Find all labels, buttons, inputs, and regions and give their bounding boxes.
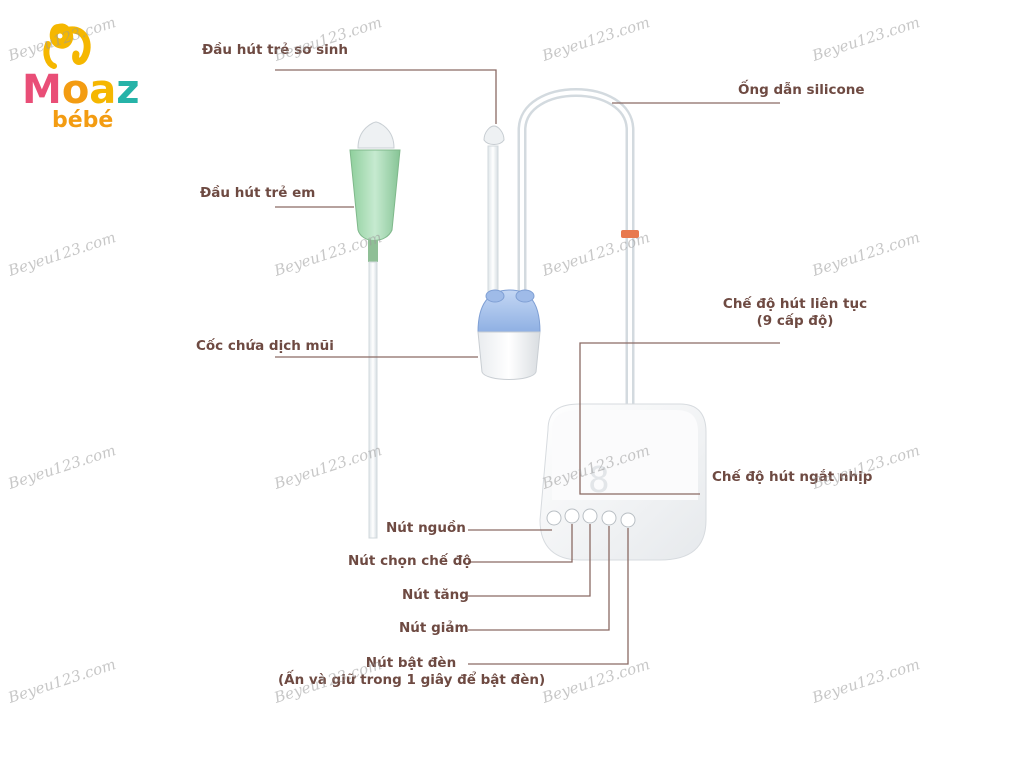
label-continuous-mode: Chế độ hút liên tục (9 cấp độ) <box>722 296 868 329</box>
label-increase-button: Nút tăng <box>402 587 469 603</box>
label-mucus-cup: Cốc chứa dịch mũi <box>196 338 334 354</box>
child-nozzle-assembly <box>349 121 401 539</box>
newborn-nozzle-assembly <box>483 125 505 297</box>
label-child-tip: Đầu hút trẻ em <box>200 185 316 201</box>
brand-logo: Moaz bébé <box>18 14 148 134</box>
label-mode-button: Nút chọn chế độ <box>348 553 472 569</box>
label-decrease-button: Nút giảm <box>399 620 469 636</box>
logo-wordmark: Moaz <box>22 67 140 113</box>
label-power-button: Nút nguồn <box>386 520 466 536</box>
tube-connector <box>621 230 639 238</box>
label-pulse-mode: Chế độ hút ngắt nhịp <box>712 469 873 485</box>
leader-lines <box>275 69 780 665</box>
elephant-logo-icon <box>43 23 91 69</box>
logo-subtitle: bébé <box>52 108 114 133</box>
device-display-digit: 8 <box>588 460 610 501</box>
label-newborn-tip: Đầu hút trẻ sơ sinh <box>202 42 348 58</box>
label-silicone-tube: Ống dẫn silicone <box>738 82 865 98</box>
label-light-button: Nút bật đèn (Ấn và giữ trong 1 giây để b… <box>278 655 546 688</box>
mucus-cup <box>477 289 541 380</box>
main-device: 8 <box>539 403 707 561</box>
